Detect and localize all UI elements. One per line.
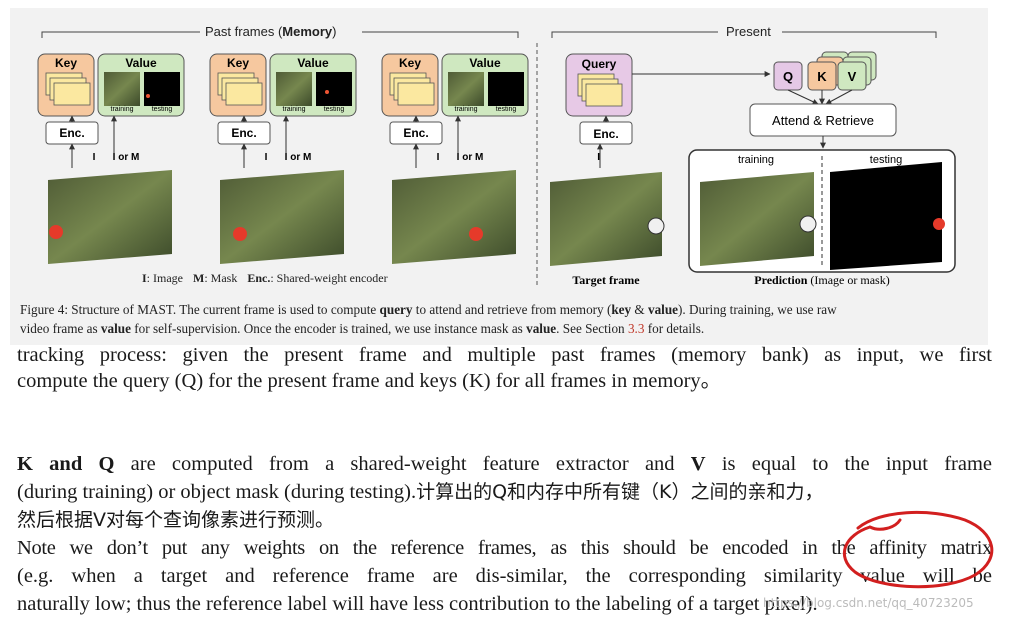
present-header: Present <box>552 24 936 39</box>
svg-text:I: I <box>93 152 96 163</box>
svg-text:testing: testing <box>870 154 902 166</box>
svg-text:testing: testing <box>496 106 517 113</box>
memory-frame-3: Key Value training testing Enc. I I or M <box>382 54 528 264</box>
memory-frame-1: Key Value training testing Enc. I I or M <box>38 54 184 264</box>
svg-text:Query: Query <box>582 57 617 71</box>
svg-text:Enc.: Enc. <box>403 126 428 140</box>
svg-text:testing: testing <box>324 106 345 113</box>
svg-text:Enc.: Enc. <box>59 126 84 140</box>
value-box: Value training testing <box>98 54 184 116</box>
svg-text:I or M: I or M <box>457 152 484 163</box>
svg-text:testing: testing <box>152 106 173 113</box>
svg-text:training: training <box>283 106 306 113</box>
memory-frame-2: Key Value training testing Enc. I I or M <box>210 54 356 264</box>
key-box: Key <box>38 54 94 116</box>
svg-text:Value: Value <box>469 56 501 70</box>
paragraph-k-and-q: K and Q are computed from a shared-weigh… <box>17 450 992 618</box>
svg-text:Prediction (Image or mask): Prediction (Image or mask) <box>754 273 889 287</box>
svg-text:Key: Key <box>55 56 77 70</box>
svg-text:V: V <box>848 69 857 84</box>
svg-text:Attend & Retrieve: Attend & Retrieve <box>772 113 874 128</box>
mast-structure-diagram: Past frames (Memory) Present Key Value <box>10 8 988 298</box>
target-frame-image <box>550 172 662 266</box>
figure-4: Past frames (Memory) Present Key Value <box>10 8 988 345</box>
paragraph-tracking-process: tracking process: given the present fram… <box>17 344 992 396</box>
svg-text:training: training <box>111 106 134 113</box>
svg-text:Q: Q <box>783 69 793 84</box>
svg-text:I: I <box>437 152 440 163</box>
watermark: https://blog.csdn.net/qq_40723205 <box>763 596 974 610</box>
svg-text:training: training <box>738 154 774 166</box>
section-link[interactable]: 3.3 <box>628 321 644 336</box>
svg-text:I or M: I or M <box>113 152 140 163</box>
svg-text:Value: Value <box>125 56 157 70</box>
svg-text:Target frame: Target frame <box>572 273 640 287</box>
svg-text:I: I <box>597 152 600 163</box>
svg-text:Key: Key <box>399 56 421 70</box>
prediction-box: training testing Prediction (Image or ma… <box>689 150 955 287</box>
past-frame-image <box>48 170 172 264</box>
svg-text:I: I <box>265 152 268 163</box>
svg-text:Present: Present <box>726 24 771 39</box>
figure-caption: Figure 4: Structure of MAST. The current… <box>20 300 980 338</box>
svg-text:Past frames (Memory): Past frames (Memory) <box>205 24 337 39</box>
svg-text:training: training <box>455 106 478 113</box>
svg-text:Key: Key <box>227 56 249 70</box>
past-frames-header: Past frames (Memory) <box>42 24 518 39</box>
svg-text:I or M: I or M <box>285 152 312 163</box>
svg-text:K: K <box>817 69 827 84</box>
svg-text:Value: Value <box>297 56 329 70</box>
svg-text:Enc.: Enc. <box>231 126 256 140</box>
svg-text:Enc.: Enc. <box>593 127 618 141</box>
qkv-stack: Q K V Attend & Retrieve <box>750 52 896 148</box>
